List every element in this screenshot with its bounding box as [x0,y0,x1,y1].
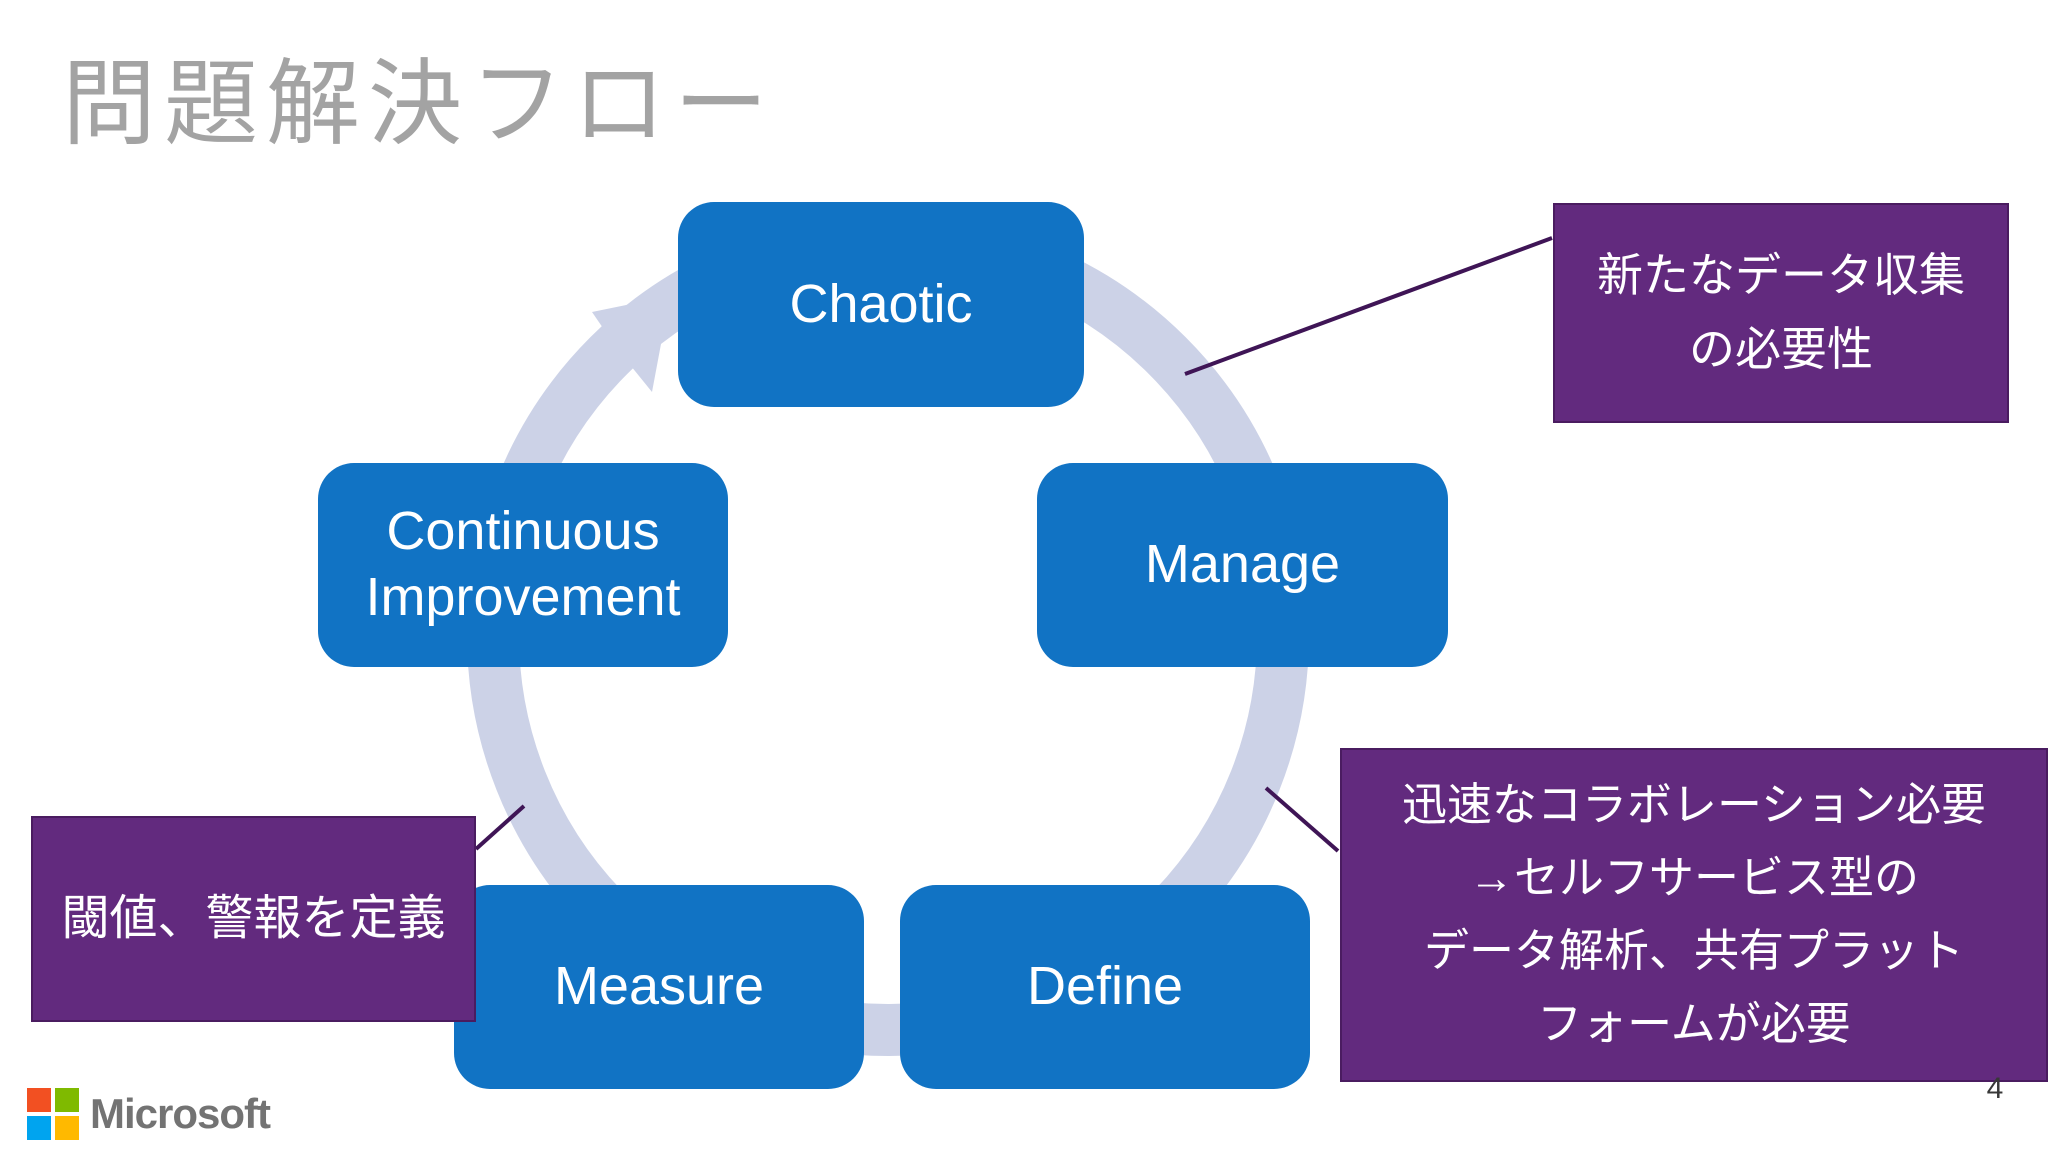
microsoft-logo-icon [27,1088,79,1140]
cycle-node-manage: Manage [1037,463,1448,667]
cycle-node-chaotic: Chaotic [678,202,1084,407]
callout-text: 閾値、警報を定義 [61,891,446,945]
connector-line-threshold [474,804,526,851]
callout-collaboration-need: 迅速なコラボレーション必要 →セルフサービス型の データ解析、共有プラット フォ… [1340,748,2048,1082]
logo-square-green [55,1088,79,1112]
logo-square-blue [27,1116,51,1140]
cycle-node-measure: Measure [454,885,864,1089]
logo-square-red [27,1088,51,1112]
callout-text: 迅速なコラボレーション必要 →セルフサービス型の データ解析、共有プラット フォ… [1401,779,1987,1049]
cycle-node-define: Define [900,885,1310,1089]
cycle-node-label: Measure [553,956,765,1017]
page-title: 問題解決フロー [62,51,777,156]
connector-line-new-data [1184,236,1553,376]
cycle-node-label: Chaotic [789,273,973,334]
page-number: 4 [1986,1072,2004,1105]
cycle-node-continuous-improvement: Continuous Improvement [318,463,728,667]
logo-square-yellow [55,1116,79,1140]
connector-line-collaboration [1264,786,1340,853]
cycle-node-label: Define [1026,956,1184,1017]
cycle-arrow-head-icon [592,296,670,392]
cycle-node-label: Manage [1144,534,1341,595]
microsoft-wordmark: Microsoft [90,1090,271,1137]
callout-threshold-alerts: 閾値、警報を定義 [31,816,476,1022]
callout-new-data-collection: 新たなデータ収集 の必要性 [1553,203,2009,423]
cycle-node-label: Continuous Improvement [365,501,681,627]
microsoft-logo: Microsoft [27,1088,271,1140]
callout-text: 新たなデータ収集 の必要性 [1597,249,1965,375]
